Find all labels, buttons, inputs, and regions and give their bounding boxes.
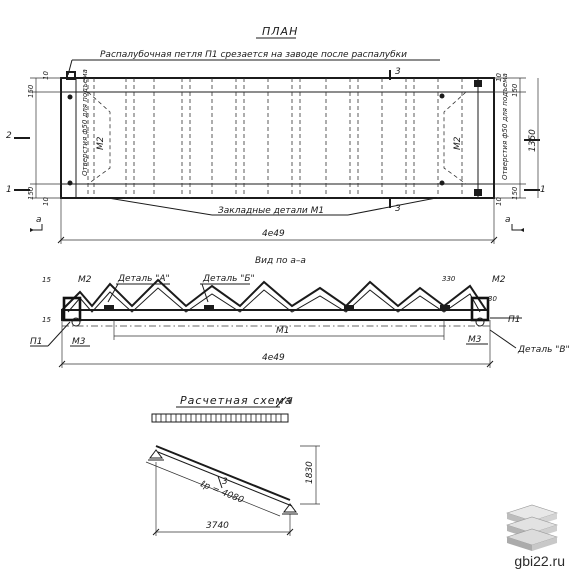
plan-dim-10-br: 10 bbox=[495, 197, 503, 206]
plan-section-3-bot: 3 bbox=[395, 204, 401, 214]
plan-dim-150-bl: 150 bbox=[27, 186, 35, 200]
section-view-a-a: Вид по а–а М2 Деталь "А" Деталь "Б" М2 3… bbox=[30, 256, 570, 368]
view-p1-left: П1 bbox=[30, 337, 43, 347]
plan-view: ПЛАН Распалубочная петля П1 срезается на… bbox=[6, 25, 546, 244]
view-detail-a: Деталь "А" bbox=[117, 274, 170, 284]
view-m3-right: М3 bbox=[468, 335, 482, 345]
plan-dim-150-r: 150 bbox=[511, 83, 519, 97]
plan-m2-left: М2 bbox=[96, 136, 106, 150]
plan-dim-total: 4е49 bbox=[262, 229, 285, 239]
plan-note-lift-right: Отверстия ф50 для подъема bbox=[501, 73, 509, 180]
lift-hole-tl bbox=[67, 94, 73, 100]
view-dim-30: 30 bbox=[488, 295, 497, 303]
plan-m2-right: М2 bbox=[453, 136, 463, 150]
site-watermark: gbi22.ru bbox=[514, 553, 565, 569]
plan-note-formwork: Распалубочная петля П1 срезается на заво… bbox=[100, 50, 407, 60]
view-p1-right: П1 bbox=[508, 315, 521, 325]
view-detail-b: Деталь "Б" bbox=[202, 274, 255, 284]
formwork-loop-p1-right bbox=[474, 80, 482, 87]
plan-note-lift-left: Отверстия ф50 для подъема bbox=[81, 69, 89, 176]
scheme-dim-3740: 3740 bbox=[206, 521, 229, 531]
corrugated-profile bbox=[61, 278, 487, 311]
plan-mark-1-right: 1 bbox=[540, 185, 546, 195]
plan-mark-2: 2 bbox=[6, 131, 12, 141]
view-dim-15b: 15 bbox=[42, 316, 51, 324]
plan-dim-150-l: 150 bbox=[27, 84, 35, 98]
scheme-dim-1830: 1830 bbox=[305, 461, 315, 484]
plan-dim-150-br: 150 bbox=[511, 186, 519, 200]
view-dim-total: 4е49 bbox=[262, 353, 285, 363]
view-m3-left: М3 bbox=[72, 337, 86, 347]
plan-note-embedded: Закладные детали М1 bbox=[218, 206, 324, 216]
view-m2-right: М2 bbox=[492, 275, 506, 285]
plan-dim-10-bl: 10 bbox=[42, 197, 50, 206]
plan-mark-a-right: а bbox=[505, 215, 511, 225]
stacked-slabs-icon bbox=[506, 504, 558, 551]
plan-section-3-top: 3 bbox=[395, 67, 401, 77]
plan-ribs bbox=[87, 78, 463, 198]
view-title: Вид по а–а bbox=[255, 256, 306, 266]
lift-hole-tr bbox=[439, 93, 445, 99]
distributed-load-bar bbox=[151, 413, 289, 423]
lift-hole-br bbox=[439, 180, 445, 186]
inclined-beam bbox=[155, 445, 291, 501]
plan-mark-a-left: а bbox=[36, 215, 42, 225]
view-detail-v: Деталь "В" bbox=[517, 345, 570, 355]
design-scheme: Расчетная схема q ℓр = bbox=[145, 394, 320, 536]
lift-hole-bl bbox=[67, 180, 73, 186]
view-m1: М1 bbox=[276, 326, 290, 336]
plan-mark-1: 1 bbox=[6, 185, 12, 195]
plan-dim-1350: 1350 bbox=[528, 129, 538, 152]
scheme-mark-3: 3 bbox=[222, 477, 228, 487]
plan-dim-10-tr: 10 bbox=[495, 73, 503, 82]
plan-title: ПЛАН bbox=[262, 25, 298, 38]
view-m2-left: М2 bbox=[78, 275, 92, 285]
scheme-load-q: q bbox=[287, 395, 293, 405]
view-dim-330: 330 bbox=[442, 275, 456, 283]
view-dim-15: 15 bbox=[42, 276, 51, 284]
scheme-title: Расчетная схема bbox=[180, 394, 293, 407]
plan-dim-10-tl: 10 bbox=[42, 71, 50, 80]
